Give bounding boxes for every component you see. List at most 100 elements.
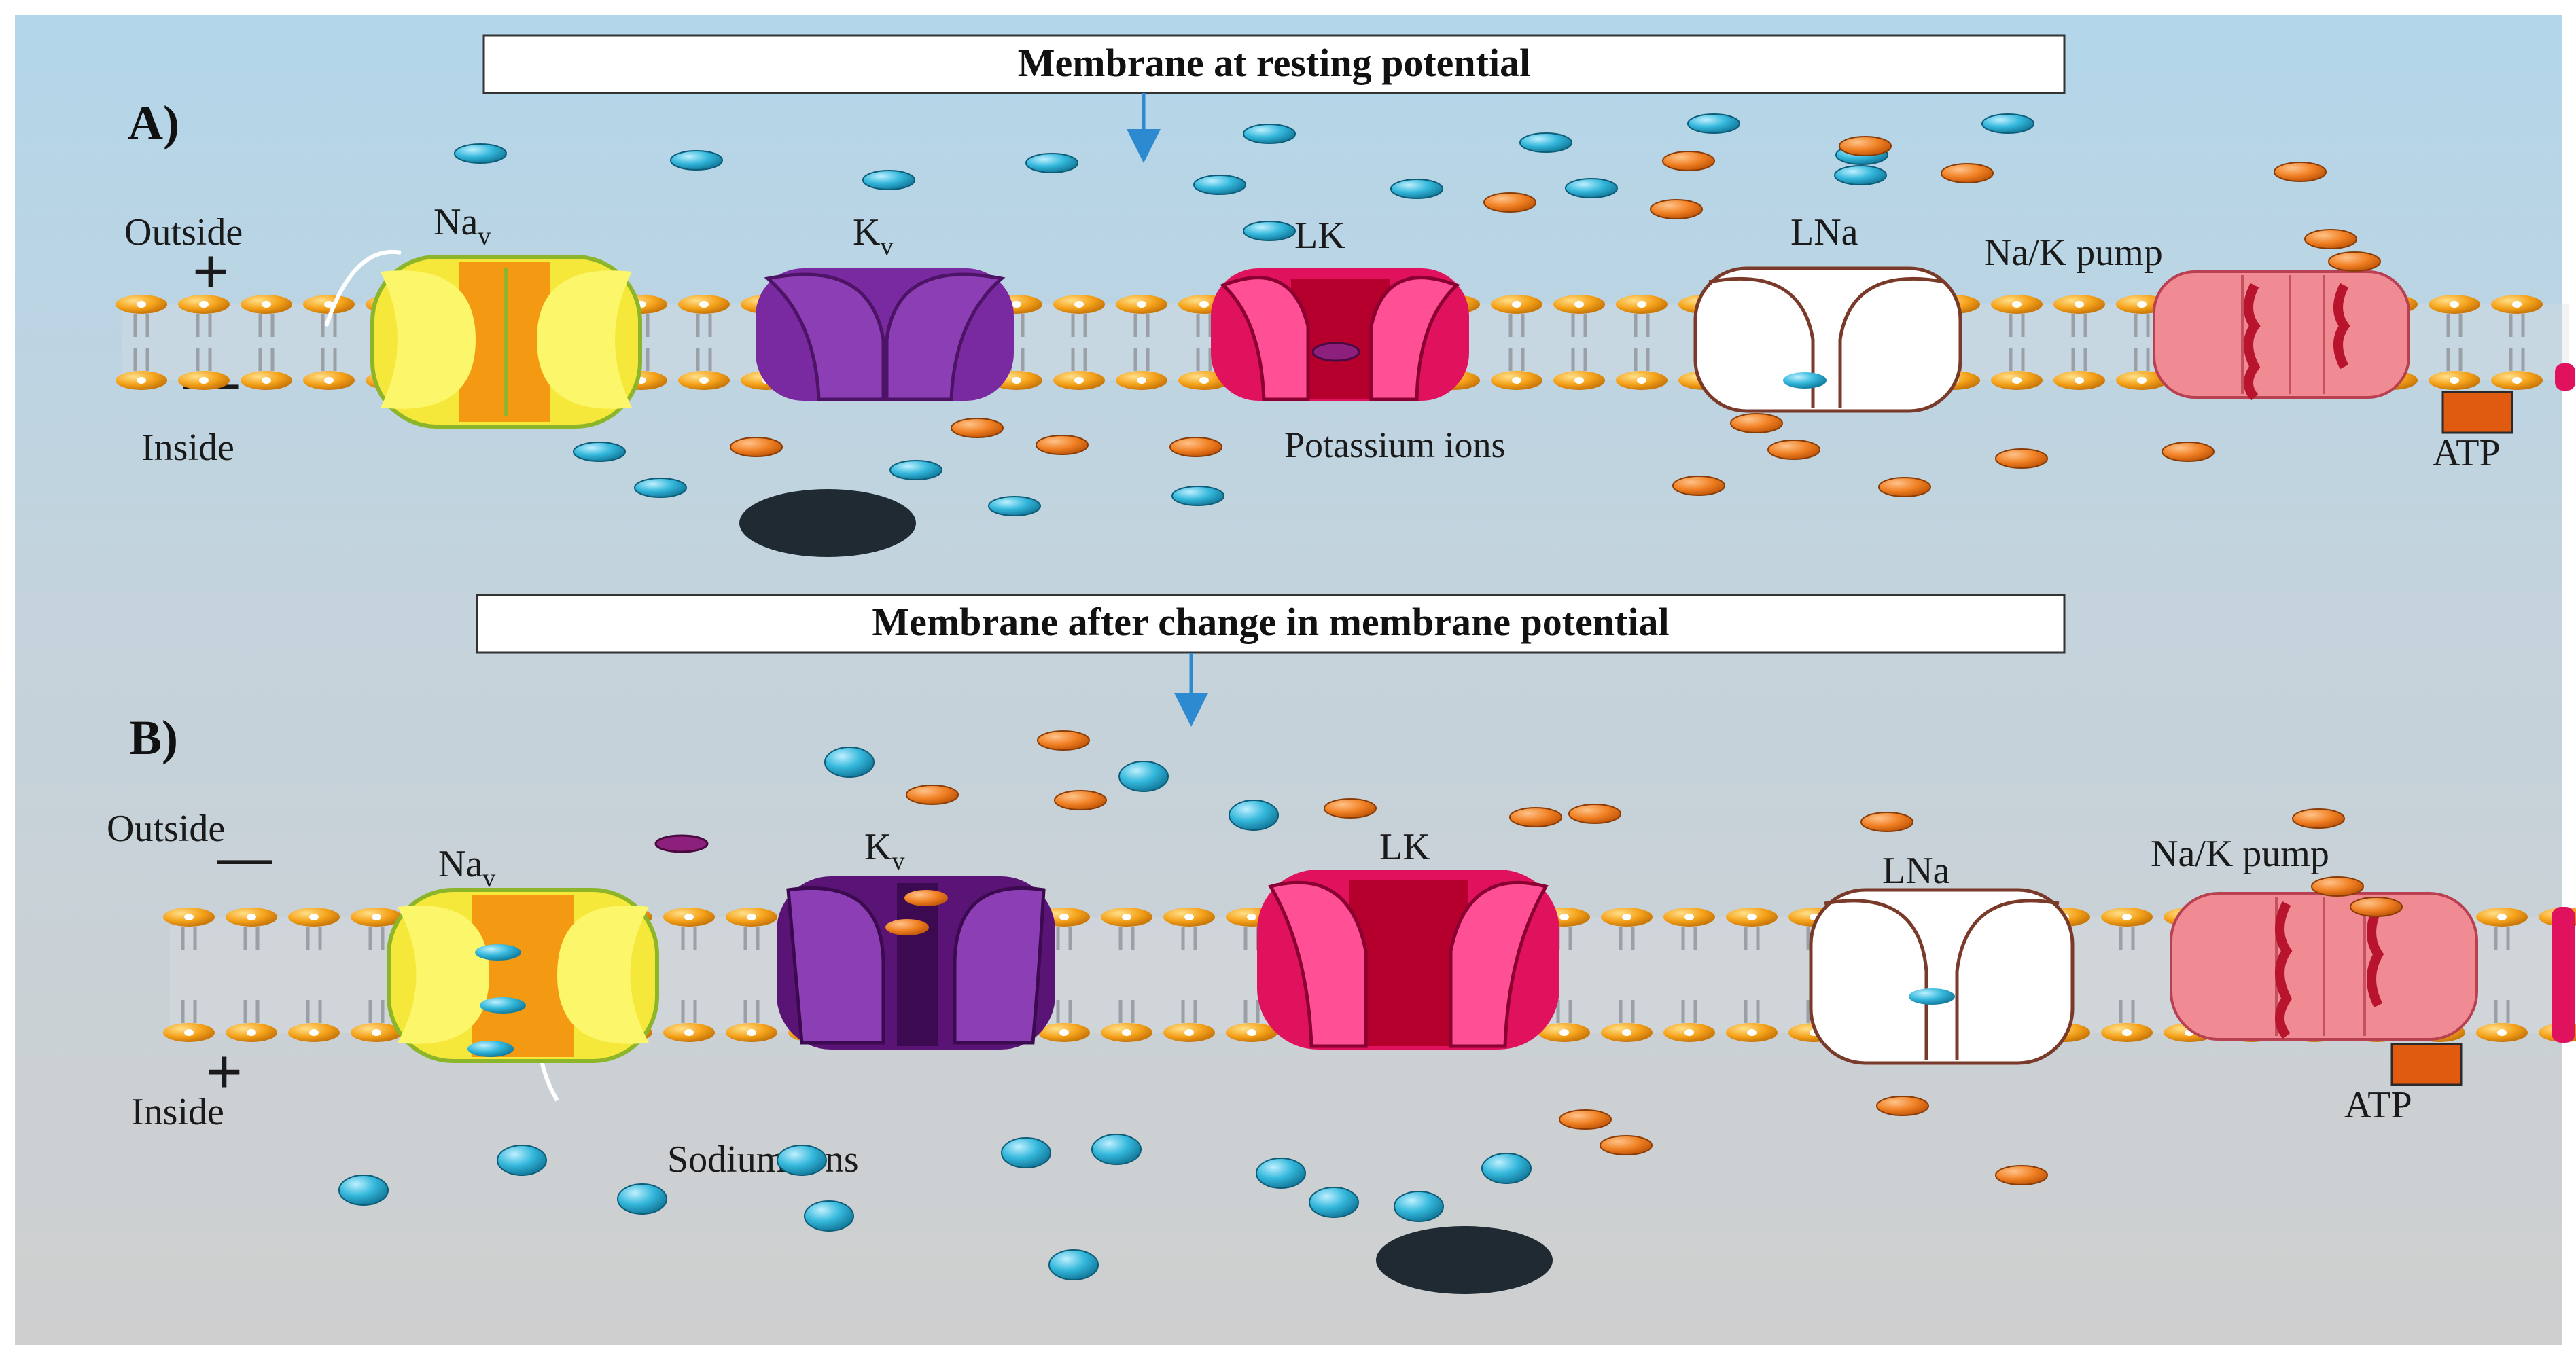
panel-b-lipid-tail-bottom [243, 1000, 260, 1023]
panel-a-lipid-tail-bottom [1196, 348, 1212, 371]
panel-b-potassium-ion [1600, 1135, 1653, 1155]
panel-b-lipid-head-dot [184, 1029, 194, 1036]
panel-b-lipid-head-dot [2497, 914, 2507, 920]
panel-a: Membrane at resting potential A) Outside… [116, 34, 2575, 557]
panel-a-potassium-ion [951, 418, 1004, 438]
panel-b-lipid-tail-top [681, 927, 697, 950]
panel-b-lipid-tail-bottom [181, 1000, 197, 1023]
panel-b-lipid-head-dot [1059, 1029, 1069, 1036]
panel-b-potassium-ion [1509, 807, 1562, 827]
panel-a-lipid-tail-top [1508, 314, 1525, 337]
panel-a-potassium-ion [1839, 136, 1892, 156]
panel-a-lipid-head-dot [1074, 301, 1084, 308]
panel-b-lipid-head-dot [1247, 914, 1256, 920]
panel-b-lipid-head-dot [747, 914, 756, 920]
panel-a-potassium-ion [2328, 251, 2381, 272]
panel-a-potassium-ion [1767, 440, 1820, 460]
panel-b-potassium-ion [1559, 1109, 1612, 1130]
panel-a-lipid-tail-bottom [2446, 348, 2463, 371]
panel-a-sodium-ion [670, 150, 723, 171]
panel-b-lipid-head-dot [184, 914, 194, 920]
panel-b-lipid-tail-top [1181, 927, 1197, 950]
panel-b-lipid-head-dot [372, 1029, 381, 1036]
panel-b-lipid-head-dot [2497, 1029, 2507, 1036]
panel-b-lipid-tail-bottom [1681, 1000, 1697, 1023]
panel-a-lipid-tail-top [2509, 314, 2525, 337]
panel-b-pump-label: Na/K pump [2151, 833, 2329, 875]
panel-b-nav-label: Nav [438, 843, 495, 893]
background-panel [15, 15, 2562, 1345]
panel-b: Membrane after change in membrane potent… [107, 594, 2576, 1294]
panel-a-lna-ion [1783, 372, 1827, 389]
panel-a-lipid-tail-top [2071, 314, 2087, 337]
panel-a-nak-pump [2153, 270, 2410, 401]
panel-a-lipid-tail-top [1071, 314, 1087, 337]
panel-b-lipid-head-dot [1559, 1029, 1569, 1036]
panel-a-potassium-ion [1941, 163, 1994, 183]
panel-b-lipid-head-dot [747, 1029, 756, 1036]
panel-a-ions [454, 113, 2381, 516]
panel-a-lipid-head-dot [2512, 301, 2522, 308]
panel-a-lipid-tail-top [1571, 314, 1587, 337]
panel-b-sodium-ion [1481, 1153, 1532, 1184]
panel-b-ions [338, 730, 2403, 1280]
panel-a-lipid-head-dot [1074, 377, 1084, 384]
panel-b-outside-sign: — [217, 827, 272, 887]
panel-a-sodium-ion [1025, 153, 1078, 173]
panel-b-lipid-tail-bottom [1181, 1000, 1197, 1023]
panel-a-sodium-ion [1565, 178, 1618, 198]
panel-a-potassium-ion [730, 437, 783, 457]
panel-b-lipid-tail-top [1744, 927, 1760, 950]
panel-a-lipid-tail-top [133, 314, 149, 337]
panel-a-sodium-ion [862, 170, 915, 190]
panel-a-lipid-head-dot [1137, 377, 1146, 384]
panel-a-ion-label: Potassium ions [1284, 425, 1506, 465]
panel-b-inside-sign: + [206, 1035, 243, 1108]
panel-a-potassium-ion [1730, 413, 1783, 433]
panel-a-lipid-tail-top [2134, 314, 2150, 337]
panel-b-kv-label: Kv [864, 826, 904, 876]
panel-a-lipid-head-dot [1199, 377, 1209, 384]
panel-b-lipid-tail-bottom [1556, 1000, 1572, 1023]
panel-b-lipid-head-dot [2122, 1029, 2132, 1036]
panel-a-potassium-ion [1169, 437, 1222, 457]
panel-b-lipid-head-dot [1059, 914, 1069, 920]
panel-a-lipid-head-dot [1512, 301, 1521, 308]
panel-b-letter: B) [129, 711, 178, 765]
panel-a-sodium-ion [1193, 175, 1246, 195]
panel-b-lipid-tail-bottom [681, 1000, 697, 1023]
panel-a-lipid-head-dot [199, 377, 209, 384]
panel-b-lipid-head-dot [1122, 1029, 1131, 1036]
panel-b-inside-label: Inside [131, 1091, 224, 1133]
panel-b-potassium-ion [1860, 812, 1913, 832]
panel-b-lipid-head-dot [1622, 1029, 1631, 1036]
panel-a-sodium-ion [1981, 113, 2034, 134]
panel-a-lipid-head-dot [699, 301, 709, 308]
panel-a-sodium-ion [1243, 221, 1296, 241]
panel-b-lipid-head-dot [309, 914, 319, 920]
panel-b-lipid-tail-bottom [2119, 1000, 2135, 1023]
panel-a-potassium-ion [2274, 162, 2327, 182]
panel-b-outside-label: Outside [107, 808, 225, 850]
panel-b-atp-box [2390, 1043, 2463, 1086]
panel-a-lipid-tail-bottom [321, 348, 337, 371]
panel-a-nav-label: Nav [434, 201, 491, 251]
panel-a-title: Membrane at resting potential [1018, 41, 1530, 85]
panel-a-sodium-ion [1243, 124, 1296, 144]
panel-b-lipid-tail-bottom [743, 1000, 760, 1023]
panel-a-lipid-head-dot [2075, 377, 2084, 384]
panel-a-lk-label: LK [1294, 215, 1345, 257]
panel-a-lipid-head-dot [199, 301, 209, 308]
panel-a-lipid-tail-top [2009, 314, 2025, 337]
panel-a-lipid-head-dot [324, 301, 334, 308]
panel-b-lipid-tail-top [243, 927, 260, 950]
panel-a-sodium-ion [1519, 132, 1572, 153]
panel-b-lipid-tail-bottom [368, 1000, 385, 1023]
panel-b-potassium-ion [1324, 798, 1377, 819]
panel-a-letter: A) [128, 96, 179, 150]
panel-b-lipid-tail-top [743, 927, 760, 950]
panel-b-lipid-tail-bottom [1744, 1000, 1760, 1023]
panel-a-outside-label: Outside [124, 211, 243, 253]
panel-b-potassium-ion [1995, 1165, 2048, 1185]
